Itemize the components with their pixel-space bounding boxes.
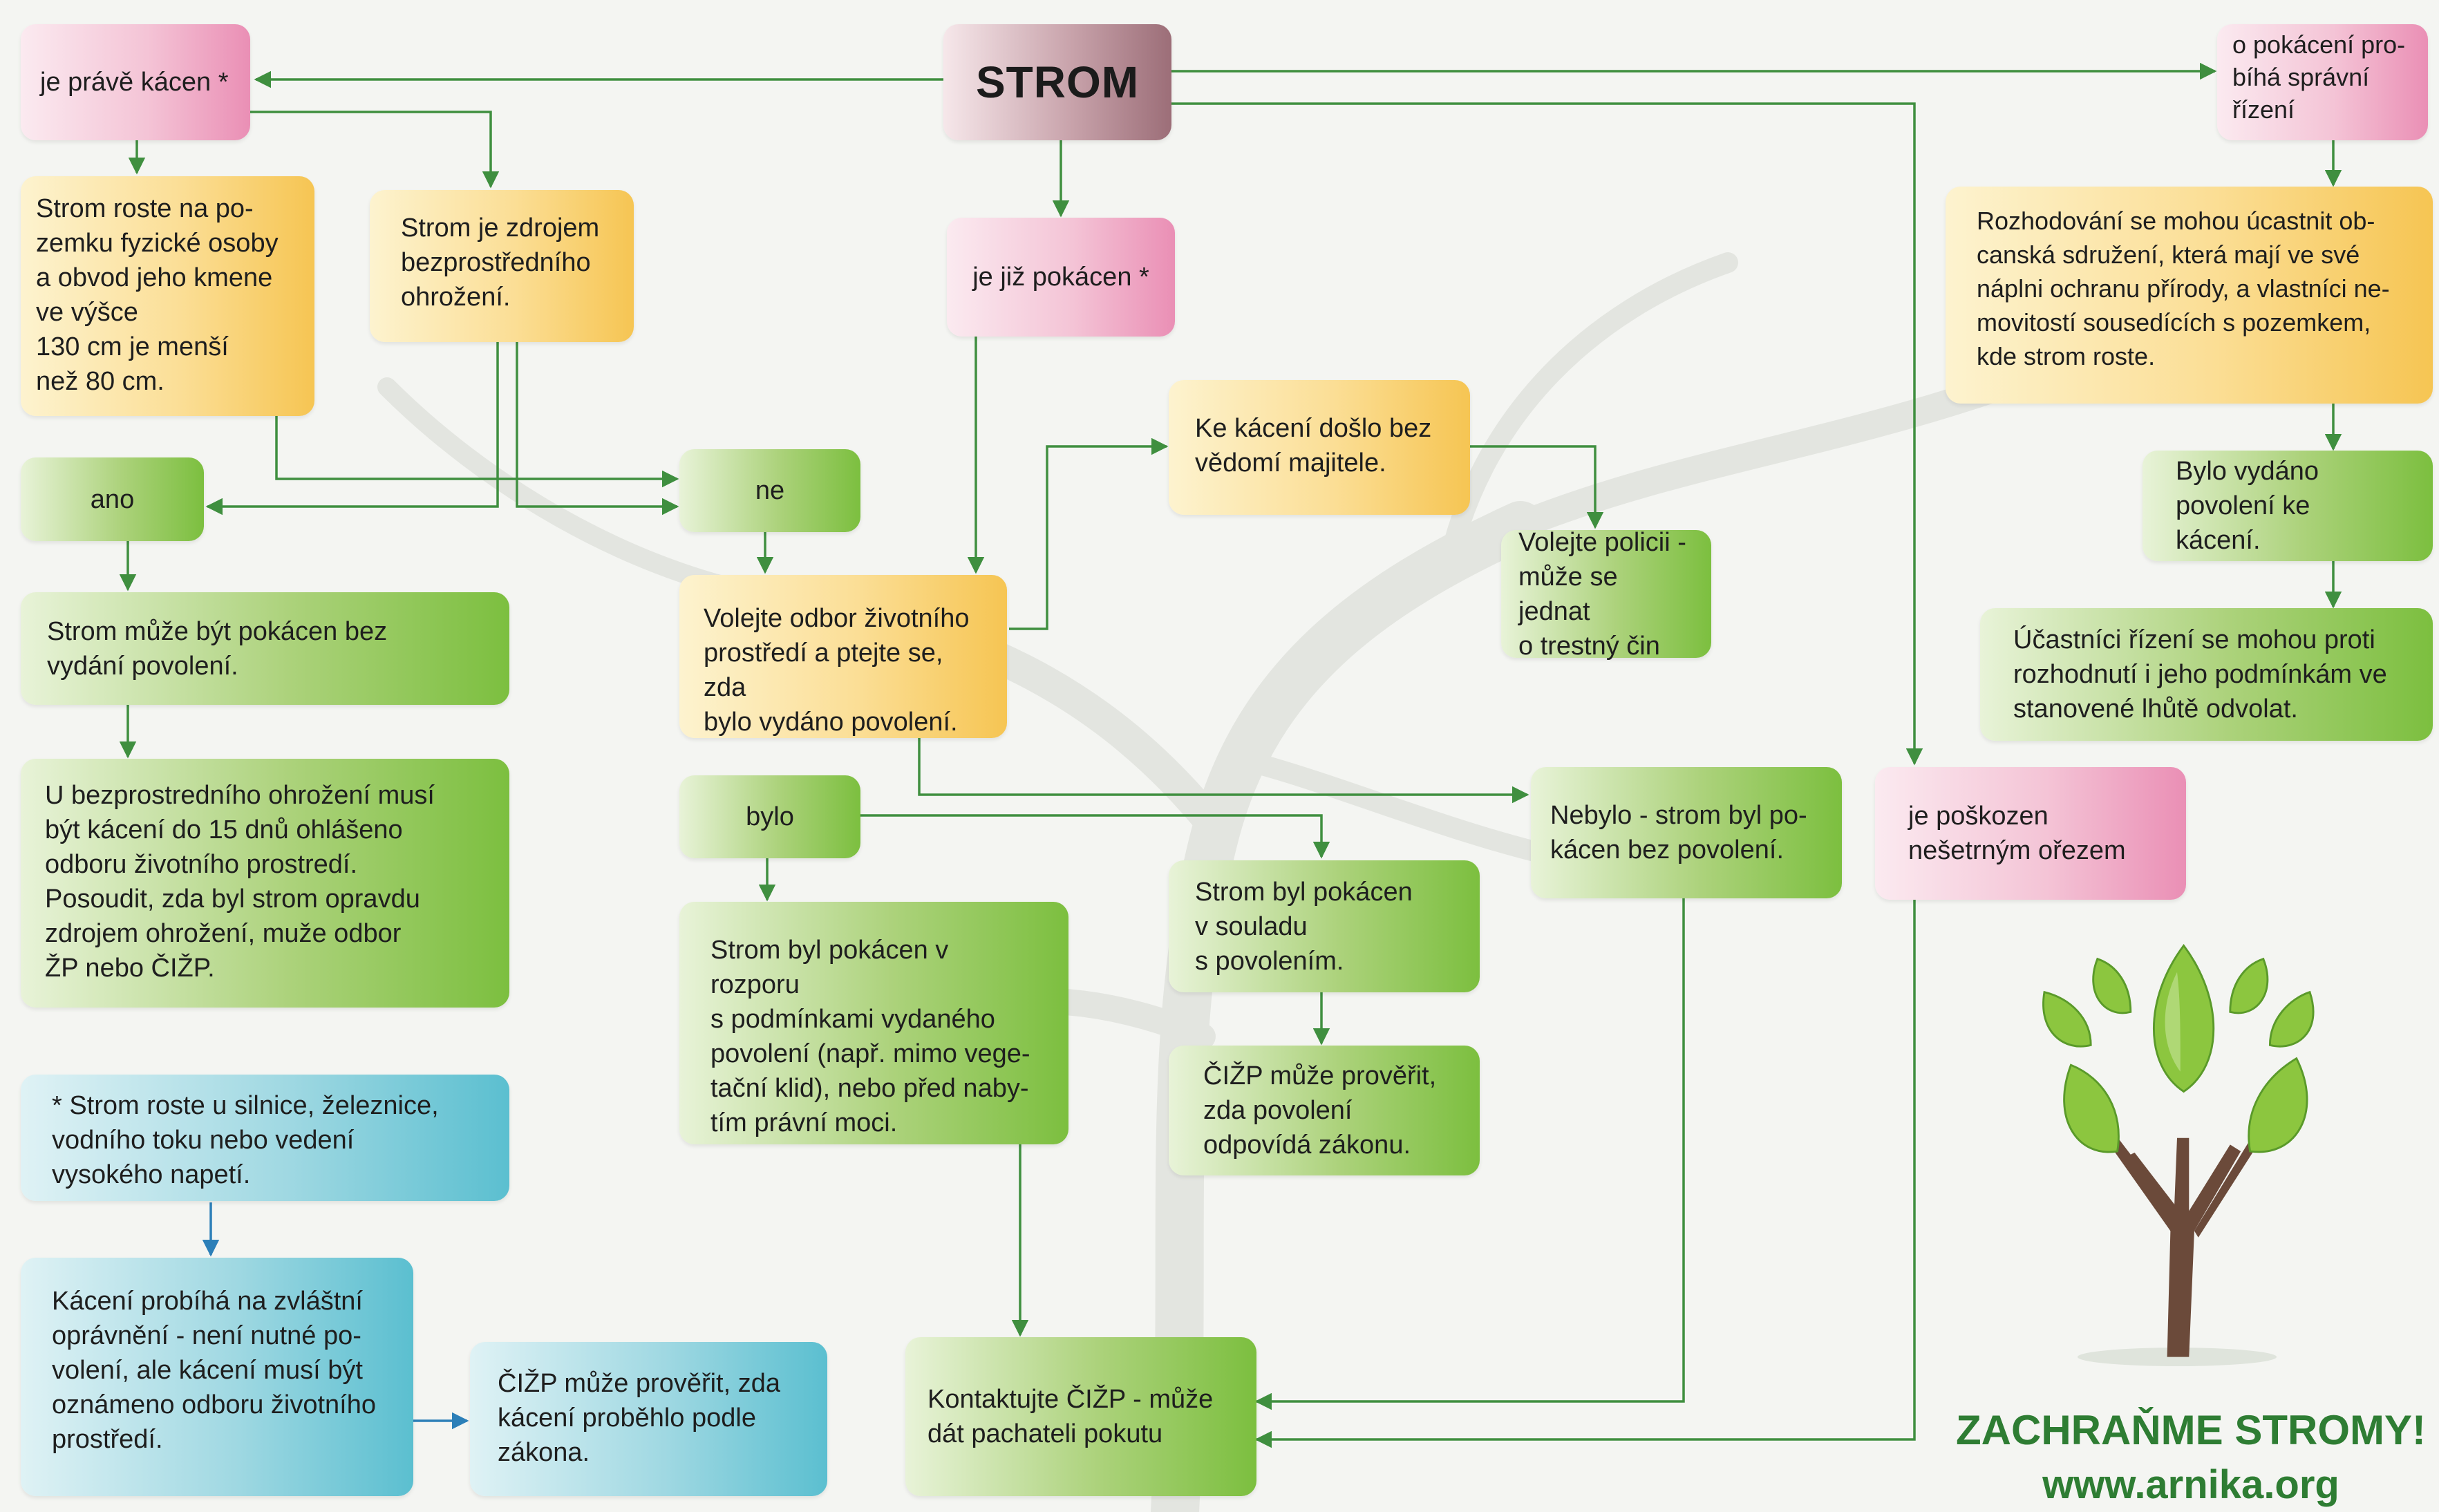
edge-owner-police — [1470, 445, 1604, 529]
node-not-issued: Nebylo - strom byl po- kácen bez povolen… — [1531, 767, 1842, 898]
footer-slogan: ZACHRAŇME STROMY! — [1956, 1407, 2426, 1453]
node-permit-issued: Bylo vydáno povolení ke kácení. — [2143, 451, 2433, 561]
node-appeal: Účastníci řízení se mohou proti rozhodnu… — [1980, 608, 2433, 741]
tree-logo — [2042, 943, 2315, 1367]
edge-private-no — [275, 416, 679, 488]
node-in-accordance: Strom byl pokácen v souladu s povolením. — [1169, 860, 1480, 992]
edge-not-issued-contact — [1254, 898, 1685, 1410]
node-bad-pruning: je poškozen nešetrným ořezem — [1875, 767, 2186, 900]
node-without-owner: Ke kácení došlo bez vědomí majitele. — [1169, 380, 1470, 515]
node-threat-report: U bezprostredního ohrožení musí být káce… — [21, 759, 509, 1008]
node-can-be-cut: Strom může být pokácen bez vydání povole… — [21, 592, 509, 705]
node-participants: Rozhodování se mohou úcastnit ob- canská… — [1946, 187, 2433, 404]
node-call-police: Volejte policii - může se jednat o trest… — [1501, 528, 1711, 661]
node-was-issued: bylo — [679, 775, 860, 858]
root-node-strom: STROM — [943, 24, 1171, 140]
node-call-env-office: Volejte odbor životního prostředí a ptej… — [679, 575, 1007, 738]
node-admin-proceeding: o pokácení pro- bíhá správní řízení — [2217, 24, 2428, 140]
node-cizp-verify-permit: ČIŽP může prověřit, zda povolení odpovíd… — [1169, 1046, 1480, 1175]
node-footnote: * Strom roste u silnice, železnice, vodn… — [21, 1075, 509, 1201]
edge-issued-accordance — [860, 814, 1330, 859]
node-cizp-verify-cut: ČIŽP může prověřit, zda kácení proběhlo … — [470, 1342, 827, 1496]
node-being-cut: je právě kácen * — [21, 24, 250, 140]
node-special-permit: Kácení probíhá na zvláštní oprávnění - n… — [21, 1258, 413, 1496]
edge-root-bad-pruning — [1171, 102, 1923, 766]
node-direct-threat: Strom je zdrojem bezprostředního ohrožen… — [370, 190, 634, 342]
edge-call-env-not-issued — [918, 738, 1529, 804]
edge-threat-no — [516, 342, 679, 516]
node-in-conflict: Strom byl pokácen v rozporu s podmínkami… — [679, 902, 1068, 1144]
edge-threat-yes — [205, 342, 499, 516]
node-private-land: Strom roste na po- zemku fyzické osoby a… — [21, 176, 314, 416]
footer-url[interactable]: www.arnika.org — [2042, 1462, 2339, 1507]
node-already-cut: je již pokácen * — [947, 218, 1175, 337]
node-contact-cizp: Kontaktujte ČIŽP - může dát pachateli po… — [905, 1337, 1256, 1496]
edge-call-env-owner — [1009, 437, 1169, 630]
edge-being-cut-threat — [249, 111, 500, 189]
edge-bad-pruning-contact — [1254, 900, 1916, 1448]
node-yes: ano — [21, 457, 204, 541]
node-no: ne — [679, 449, 860, 532]
